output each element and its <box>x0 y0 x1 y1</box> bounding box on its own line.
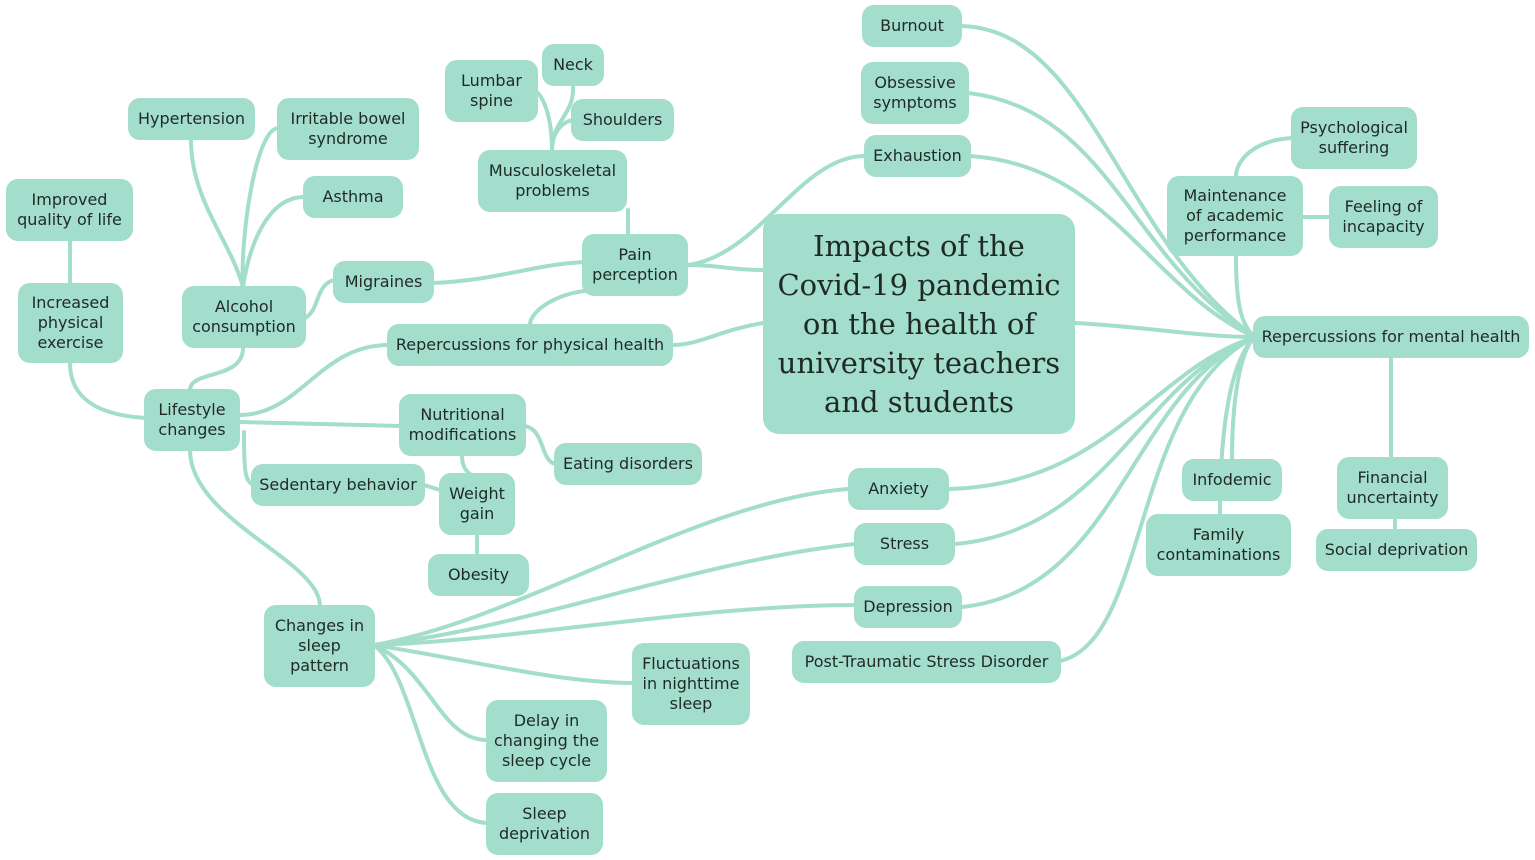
node-ptsd: Post-Traumatic Stress Disorder <box>792 641 1061 683</box>
node-pain-perception: Pain perception <box>582 234 688 296</box>
link-eating <box>523 424 557 466</box>
node-lumbar-spine: Lumbar spine <box>445 60 538 122</box>
node-asthma: Asthma <box>303 176 403 218</box>
node-migraines: Migraines <box>333 261 434 303</box>
link-sleep-anxiety <box>372 487 850 647</box>
link-exercise <box>68 361 147 420</box>
link-ibs <box>240 126 280 289</box>
link-hypertension <box>189 138 245 289</box>
node-weight-gain: Weight gain <box>439 473 515 535</box>
node-neck: Neck <box>542 44 604 86</box>
node-shoulders: Shoulders <box>571 99 674 141</box>
link-sleep-delay <box>372 643 489 742</box>
link-pain-exhaustion <box>686 154 867 267</box>
node-infodemic: Infodemic <box>1182 459 1282 501</box>
link-alcohol-migraines <box>303 278 336 320</box>
node-exhaustion: Exhaustion <box>864 135 971 177</box>
node-physical-health: Repercussions for physical health <box>387 324 673 366</box>
link-burnout <box>960 24 1257 339</box>
link-anxiety <box>946 335 1257 491</box>
node-depression: Depression <box>854 586 962 628</box>
node-family-contaminations: Family contaminations <box>1146 514 1291 576</box>
link-lumbar <box>535 90 554 152</box>
link-sleep-dep <box>372 643 489 825</box>
node-musculoskeletal-problems: Musculoskeletal problems <box>478 150 627 212</box>
node-anxiety: Anxiety <box>848 468 949 510</box>
node-improved-quality-life: Improved quality of life <box>6 179 133 241</box>
node-sleep-deprivation: Sleep deprivation <box>486 793 603 855</box>
link-exhaustion <box>968 154 1257 339</box>
link-sleep-stress <box>372 542 857 647</box>
node-burnout: Burnout <box>862 5 962 47</box>
link-sed-weight <box>422 483 442 492</box>
link-ptsd <box>1058 335 1257 663</box>
link-alcohol-lifestyle <box>188 346 245 392</box>
link-sleep-fluct <box>372 643 635 685</box>
central-topic: Impacts of the Covid-19 pandemic on the … <box>763 214 1075 434</box>
link-psych <box>1234 136 1294 178</box>
node-sleep-pattern: Changes in sleep pattern <box>264 605 375 687</box>
node-obesity: Obesity <box>428 554 529 596</box>
node-irritable-bowel: Irritable bowel syndrome <box>277 98 419 160</box>
link-center-physical <box>670 321 765 347</box>
node-feeling-incapacity: Feeling of incapacity <box>1329 186 1438 248</box>
link-lifestyle-sleep <box>188 448 322 608</box>
link-sleep-depression <box>372 603 857 647</box>
link-center-mental <box>1073 321 1257 339</box>
node-psychological-suffering: Psychological suffering <box>1291 107 1417 169</box>
link-center-pain <box>686 263 765 272</box>
link-migraines <box>431 260 586 285</box>
link-obsessive <box>966 91 1257 339</box>
node-lifestyle-changes: Lifestyle changes <box>144 389 240 451</box>
node-financial-uncertainty: Financial uncertainty <box>1337 457 1448 519</box>
node-hypertension: Hypertension <box>128 98 255 140</box>
node-maintenance-academic: Maintenance of academic performance <box>1167 176 1303 256</box>
link-depression <box>960 335 1257 609</box>
node-eating-disorders: Eating disorders <box>554 443 702 485</box>
link-asthma <box>241 195 306 289</box>
node-fluctuations-sleep: Fluctuations in nighttime sleep <box>632 643 750 725</box>
node-sedentary-behavior: Sedentary behavior <box>251 464 425 506</box>
link-physical-lifestyle <box>238 343 390 417</box>
link-stress <box>953 335 1257 546</box>
node-delay-sleep-cycle: Delay in changing the sleep cycle <box>486 700 607 782</box>
link-sedentary <box>242 430 254 486</box>
node-nutritional-modifications: Nutritional modifications <box>399 394 526 456</box>
node-increased-exercise: Increased physical exercise <box>18 283 123 363</box>
node-social-deprivation: Social deprivation <box>1316 529 1477 571</box>
node-stress: Stress <box>854 523 955 565</box>
link-maintenance <box>1234 254 1257 339</box>
node-obsessive-symptoms: Obsessive symptoms <box>861 62 969 124</box>
node-mental-health: Repercussions for mental health <box>1253 316 1529 358</box>
link-nutritional <box>238 420 402 428</box>
node-alcohol-consumption: Alcohol consumption <box>182 286 306 348</box>
